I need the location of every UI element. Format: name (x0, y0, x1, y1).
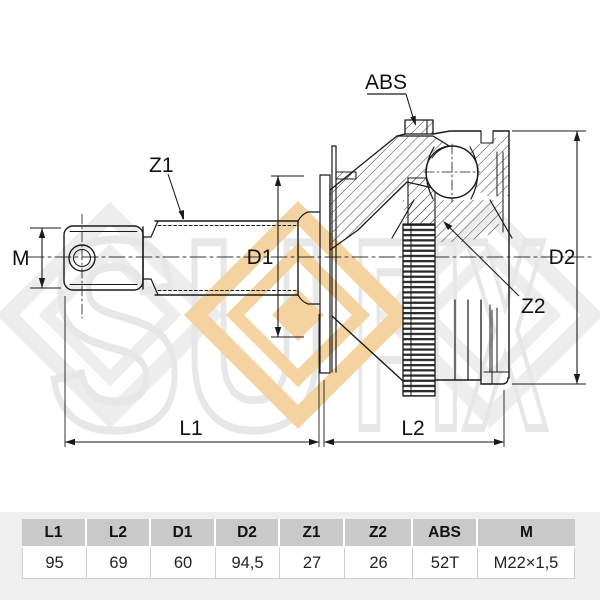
table-value-cell: 95 (22, 548, 87, 579)
z2-leader-arrow (443, 221, 453, 230)
housing-bottom-profile (331, 299, 509, 385)
dimension-l1: L1 (64, 296, 320, 447)
table-header-cell: D2 (216, 519, 280, 548)
dimension-m: M (12, 227, 61, 289)
dust-shield (319, 145, 357, 374)
z1-leader-arrow (178, 210, 184, 220)
table-value-cell: 69 (87, 548, 151, 579)
label-l2: L2 (401, 417, 424, 440)
spec-panel: L1 L2 D1 D2 Z1 Z2 ABS M 95 69 60 94,5 27… (0, 512, 600, 600)
label-abs: ABS (365, 71, 407, 94)
abs-ring-teeth (402, 223, 436, 397)
label-z1: Z1 (149, 154, 174, 177)
table-header-cell: Z1 (280, 519, 345, 548)
table-value-cell: 26 (345, 548, 413, 579)
spec-table-value-row: 95 69 60 94,5 27 26 52T M22×1,5 (22, 548, 575, 579)
cage-line (391, 199, 415, 239)
abs-ring-tab (404, 119, 434, 135)
table-header-cell: L1 (22, 519, 87, 548)
watermark-orange-diamond (183, 200, 413, 430)
abs-leader-arrow (410, 115, 416, 126)
label-d1: D1 (247, 246, 274, 269)
threaded-stub (63, 213, 159, 319)
table-value-cell: 94,5 (216, 548, 280, 579)
table-value-cell: 60 (151, 548, 216, 579)
label-l1: L1 (179, 417, 202, 440)
table-header-cell: ABS (413, 519, 478, 548)
label-m: M (12, 247, 30, 270)
table-value-cell: M22×1,5 (478, 548, 575, 579)
table-header-cell: Z2 (345, 519, 413, 548)
table-header-cell: L2 (87, 519, 151, 548)
spec-table-header-row: L1 L2 D1 D2 Z1 Z2 ABS M (22, 519, 575, 548)
cage-line (489, 199, 513, 239)
table-value-cell: 52T (413, 548, 478, 579)
dimension-d1: D1 (247, 175, 304, 338)
z2-leader-line (444, 222, 520, 297)
dimension-d2: D2 (512, 130, 586, 385)
table-header-cell: M (478, 519, 575, 548)
annotations: Z1 ABS Z2 (149, 71, 546, 318)
label-z2: Z2 (521, 295, 546, 318)
table-header-cell: D1 (151, 519, 216, 548)
table-value-cell: 27 (280, 548, 345, 579)
dimension-l2: L2 (323, 380, 505, 447)
dimensions: M D1 D2 L1 (12, 130, 586, 447)
ball-bearing (423, 143, 481, 203)
spline-shaft (154, 211, 321, 305)
spec-table: L1 L2 D1 D2 Z1 Z2 ABS M 95 69 60 94,5 27… (22, 519, 575, 579)
label-d2: D2 (549, 246, 576, 269)
